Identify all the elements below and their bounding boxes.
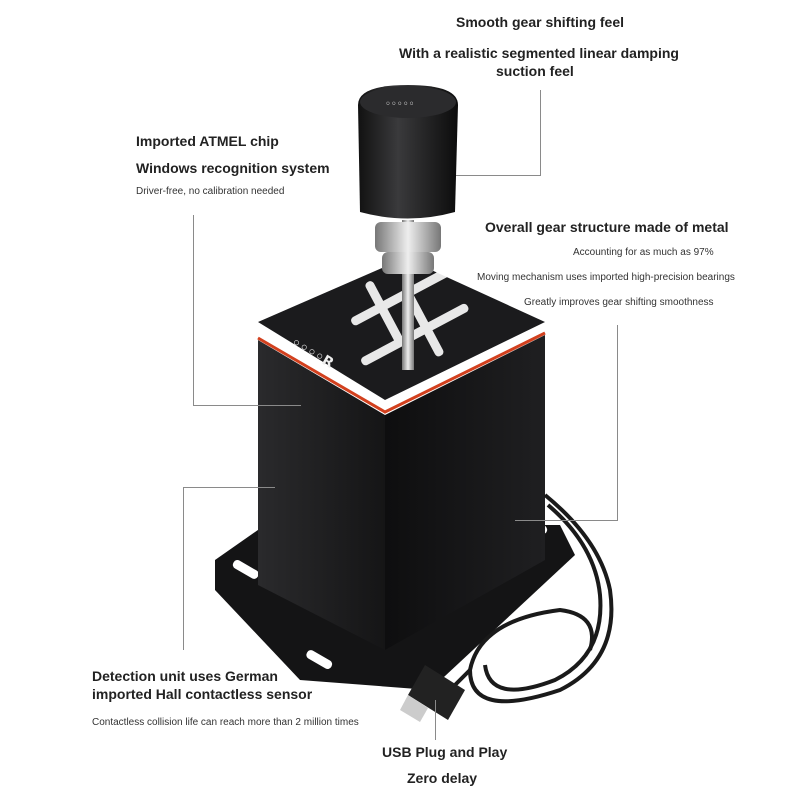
feature-bottom-title2: Zero delay (407, 770, 478, 786)
leader-line-left-h (193, 405, 301, 406)
feature-top-line1: With a realistic segmented linear dampin… (399, 45, 679, 61)
leader-line-right (617, 325, 618, 521)
body-left-face (258, 340, 385, 650)
feature-right-note1: Accounting for as much as 97% (573, 247, 714, 258)
leader-line-top-h (456, 175, 541, 176)
feature-lower-left-title2: imported Hall contactless sensor (92, 686, 313, 702)
feature-left-note: Driver-free, no calibration needed (136, 186, 285, 197)
feature-right-note3: Greatly improves gear shifting smoothnes… (524, 297, 714, 308)
top-plate (258, 258, 545, 400)
leader-line-lower-left (183, 487, 184, 650)
usb-plug (400, 665, 465, 722)
feature-lower-left-title1: Detection unit uses German (92, 668, 278, 684)
body-right-face (385, 335, 545, 650)
leader-line-lower-left-h (183, 487, 275, 488)
feature-top-title: Smooth gear shifting feel (456, 14, 625, 30)
leader-line-bottom (435, 700, 436, 740)
feature-right-note2: Moving mechanism uses imported high-prec… (477, 272, 735, 283)
feature-right-title: Overall gear structure made of metal (485, 219, 729, 235)
feature-left-title2: Windows recognition system (136, 160, 330, 176)
accent-stripe (257, 331, 546, 414)
feature-bottom-title1: USB Plug and Play (382, 744, 508, 760)
leader-line-right-h (515, 520, 618, 521)
leader-line-left (193, 215, 194, 406)
feature-left-title1: Imported ATMEL chip (136, 133, 279, 149)
shift-knob (358, 85, 458, 219)
knob-logo: ◦◦◦◦◦ (385, 99, 415, 110)
leader-line-top (540, 90, 541, 176)
knob-collar (375, 222, 441, 252)
feature-lower-left-note: Contactless collision life can reach mor… (92, 717, 359, 728)
feature-top-line2: suction feel (496, 63, 574, 79)
